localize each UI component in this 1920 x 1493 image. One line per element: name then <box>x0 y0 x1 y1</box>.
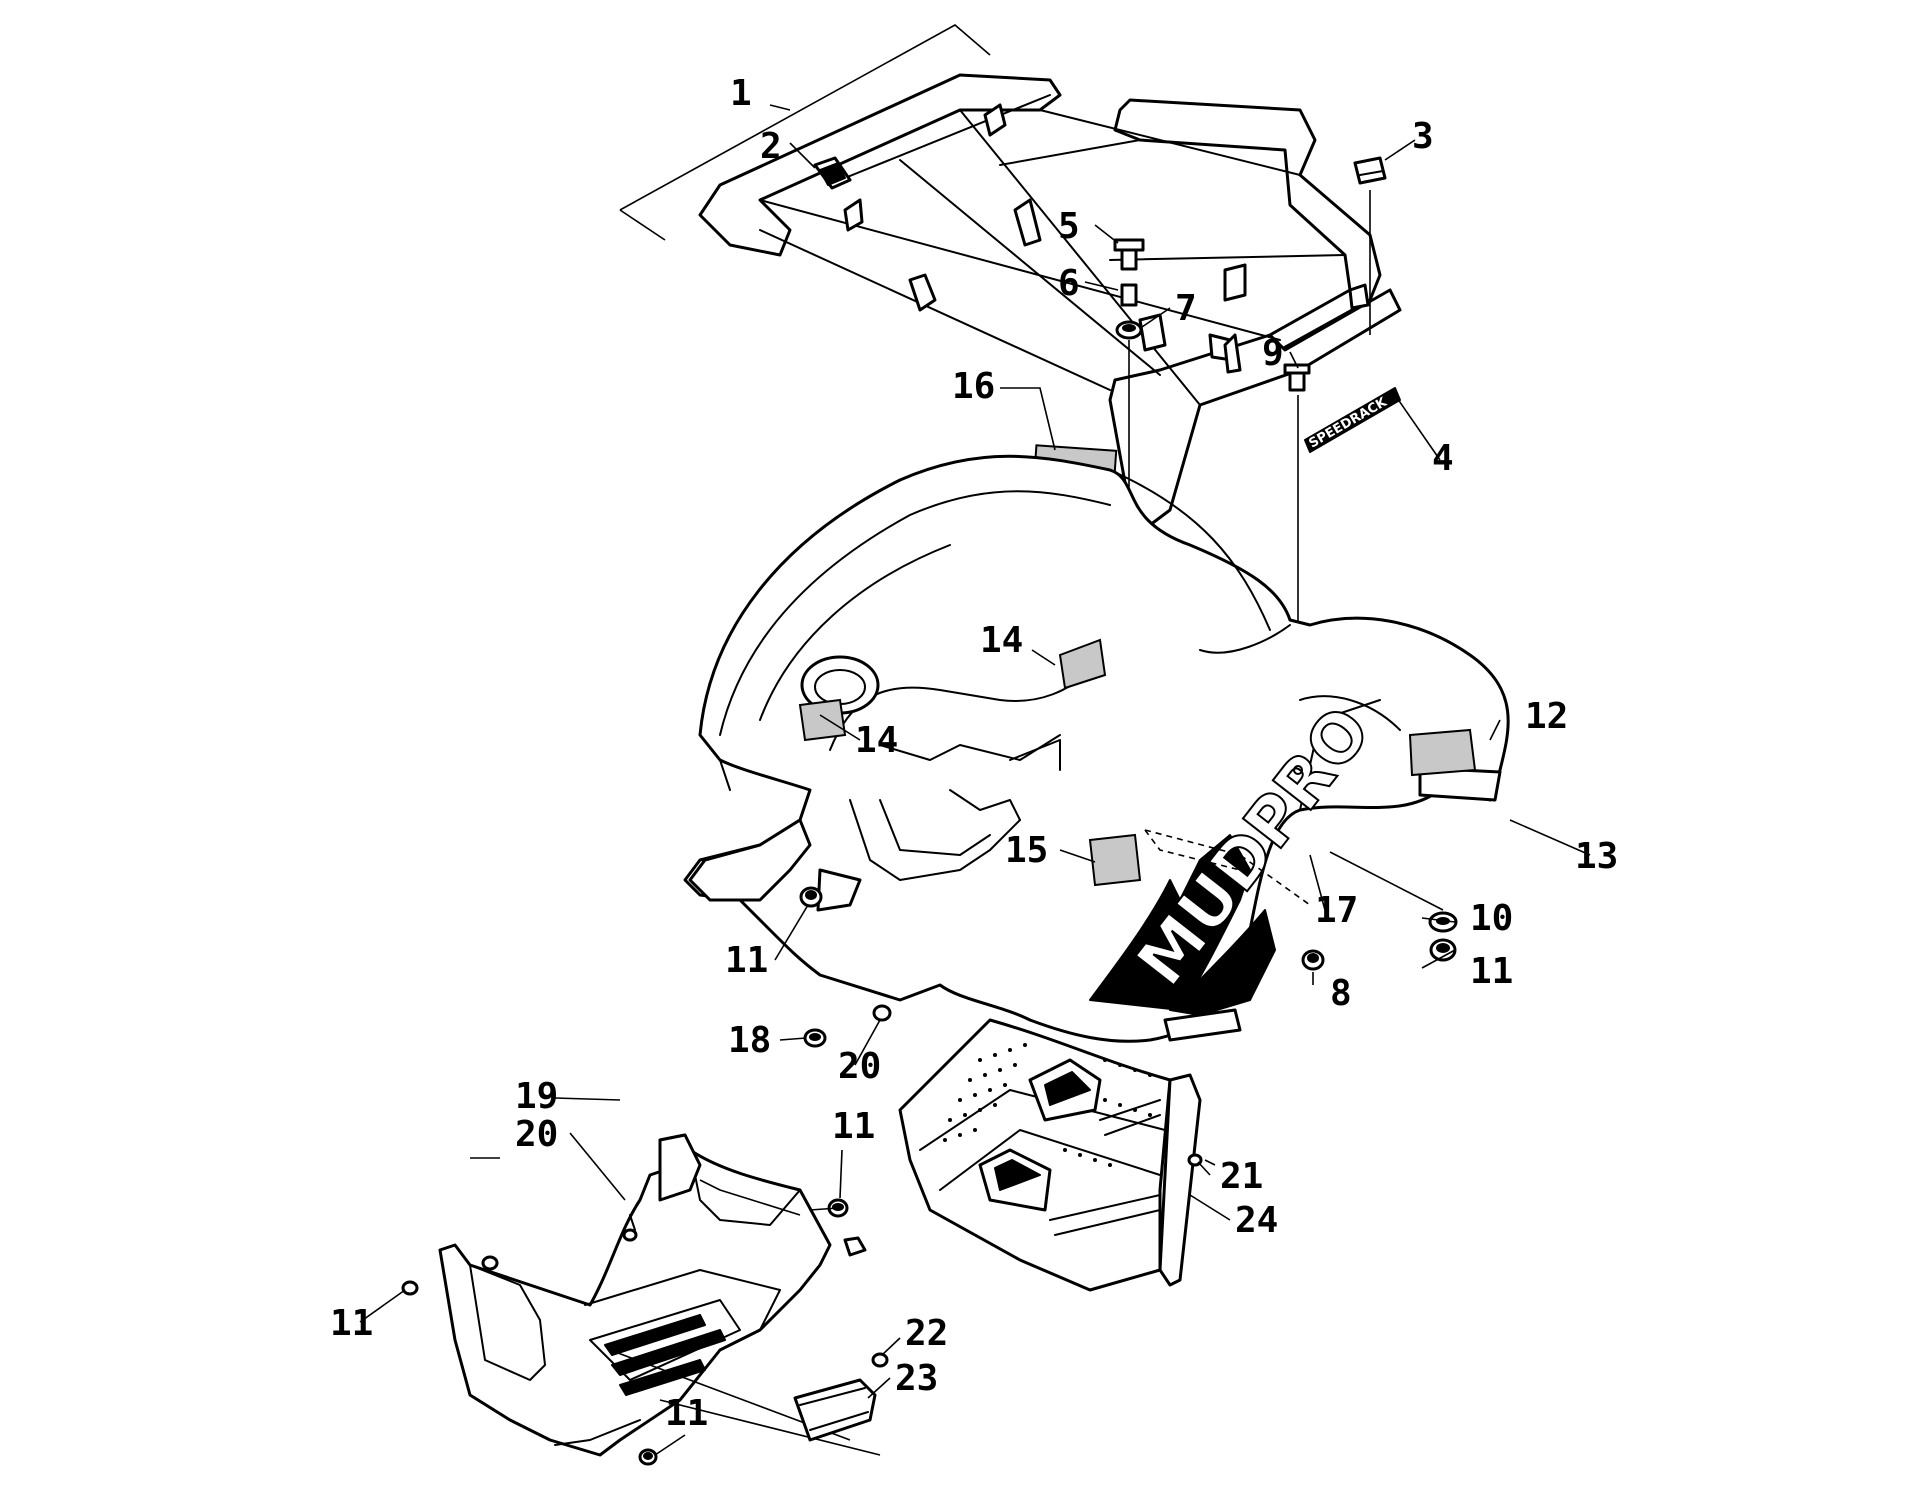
callout-3: 3 <box>1412 116 1434 157</box>
callout-11d: 11 <box>330 1303 373 1344</box>
callout-8: 8 <box>1330 973 1352 1014</box>
callout-11b: 11 <box>725 940 768 981</box>
callout-12: 12 <box>1525 696 1568 737</box>
callout-11c: 11 <box>832 1106 875 1147</box>
callout-6: 6 <box>1058 263 1080 304</box>
callout-15: 15 <box>1005 830 1048 871</box>
rack-end-cap <box>1353 156 1387 185</box>
dashed-guide-lines <box>1144 829 1311 906</box>
callout-20b: 20 <box>515 1114 558 1155</box>
callout-21: 21 <box>1220 1156 1263 1197</box>
footwell-left <box>438 1133 881 1457</box>
callout-16: 16 <box>952 366 995 407</box>
footrest-parts <box>401 1179 889 1466</box>
callout-23: 23 <box>895 1358 938 1399</box>
callout-11a: 11 <box>1470 951 1513 992</box>
callout-19: 19 <box>515 1076 558 1117</box>
callout-20a: 20 <box>838 1046 881 1087</box>
rear-fender: MUDPRO <box>683 454 1510 1043</box>
callout-labels: 1 2 3 4 5 6 7 9 16 14 14 12 13 15 17 8 1… <box>330 73 1618 1434</box>
callout-18: 18 <box>728 1020 771 1061</box>
callout-14a: 14 <box>980 620 1023 661</box>
callout-24: 24 <box>1235 1200 1278 1241</box>
callout-leaders <box>359 104 1591 1456</box>
callout-1: 1 <box>730 73 752 114</box>
callout-9: 9 <box>1262 333 1284 374</box>
rack-label: SPEEDRACK <box>1307 394 1391 451</box>
footwell-right <box>898 1018 1216 1292</box>
assembly-bracket <box>619 24 991 241</box>
callout-5: 5 <box>1058 206 1080 247</box>
rack-lock-knob <box>813 156 852 190</box>
callout-13: 13 <box>1575 836 1618 877</box>
callout-14b: 14 <box>855 720 898 761</box>
small-fasteners <box>799 851 1458 1048</box>
callout-4: 4 <box>1432 438 1454 479</box>
callout-17: 17 <box>1315 890 1358 931</box>
callout-22: 22 <box>905 1313 948 1354</box>
callout-10: 10 <box>1470 898 1513 939</box>
callout-2: 2 <box>760 126 782 167</box>
callout-7: 7 <box>1175 288 1197 329</box>
callout-11e: 11 <box>665 1393 708 1434</box>
